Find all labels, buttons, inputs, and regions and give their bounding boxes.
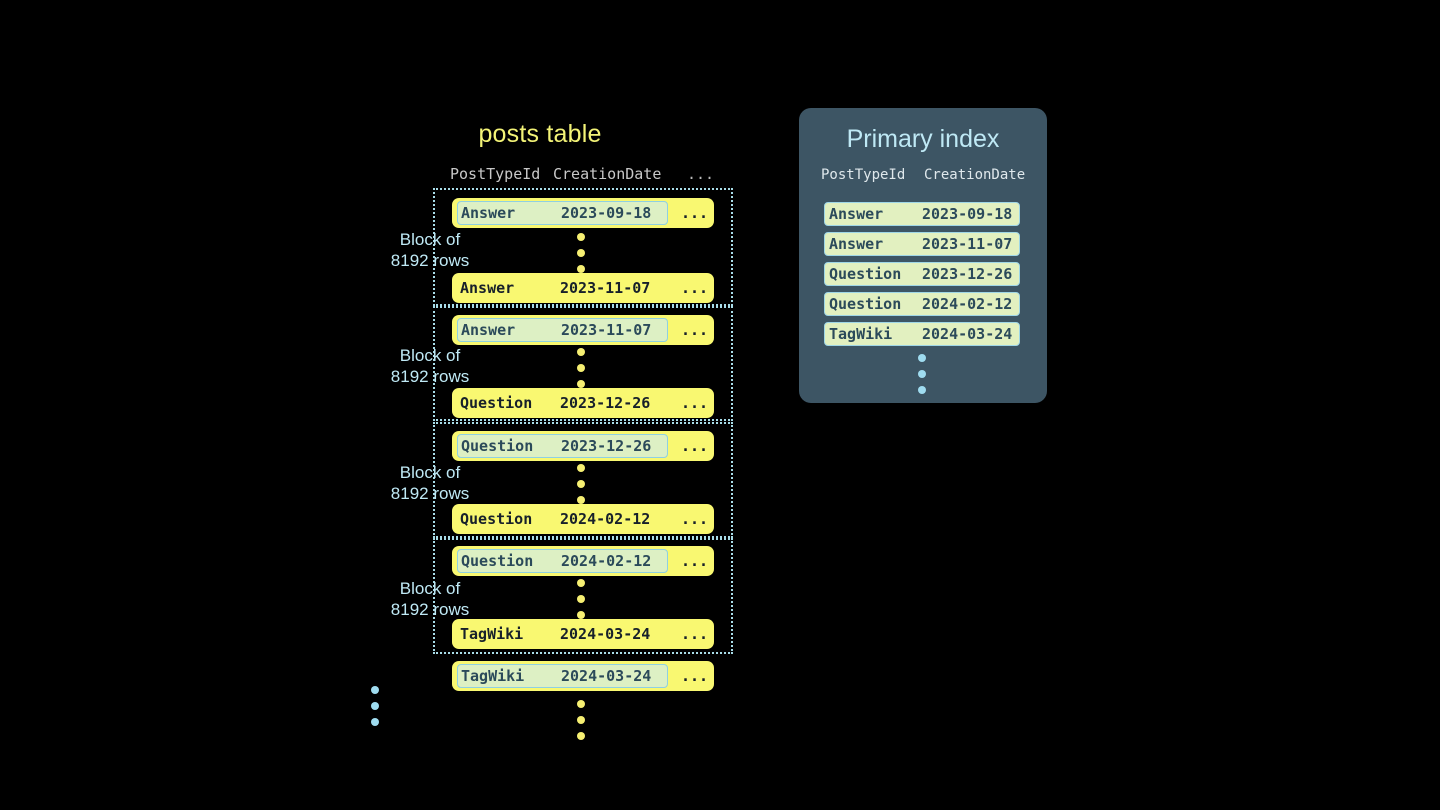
table-row[interactable]: Answer 2023-11-07 ... <box>452 315 714 345</box>
cell-creationdate: 2024-02-12 <box>922 295 1013 313</box>
block-2: Block of 8192 rows <box>391 306 733 421</box>
cell-posttypeid: Answer <box>461 204 516 222</box>
block-3-label: Block of 8192 rows <box>390 463 470 503</box>
table-continues-ellipsis-icon <box>577 700 587 740</box>
cell-creationdate: 2023-11-07 <box>560 279 651 297</box>
cell-creationdate: 2024-03-24 <box>560 625 651 643</box>
column-header-creationdate: CreationDate <box>553 165 662 183</box>
table-row-trailing[interactable]: TagWiki 2024-03-24 ... <box>452 661 714 691</box>
column-header-posttypeid: PostTypeId <box>450 165 541 183</box>
cell-posttypeid: Answer <box>460 279 515 297</box>
table-row[interactable]: Question 2024-02-12 ... <box>452 546 714 576</box>
table-row[interactable]: Question 2023-12-26 ... <box>452 388 714 418</box>
cell-creationdate: 2024-02-12 <box>560 510 651 528</box>
row-key-highlight: Question 2023-12-26 <box>457 434 668 458</box>
cell-more-ellipsis-icon: ... <box>681 321 709 339</box>
cell-more-ellipsis-icon: ... <box>681 279 709 297</box>
cell-creationdate: 2023-11-07 <box>922 235 1013 253</box>
index-row[interactable]: Question 2023-12-26 <box>824 262 1020 286</box>
cell-more-ellipsis-icon: ... <box>681 437 709 455</box>
row-key: TagWiki 2024-03-24 <box>457 622 666 646</box>
cell-posttypeid: Question <box>829 295 902 313</box>
table-row[interactable]: Question 2024-02-12 ... <box>452 504 714 534</box>
cell-more-ellipsis-icon: ... <box>681 552 709 570</box>
cell-more-ellipsis-icon: ... <box>681 625 709 643</box>
cell-posttypeid: Answer <box>829 205 884 223</box>
block-4: Block of 8192 rows <box>391 538 733 654</box>
cell-creationdate: 2023-12-26 <box>561 437 652 455</box>
cell-more-ellipsis-icon: ... <box>681 394 709 412</box>
cell-posttypeid: TagWiki <box>460 625 524 643</box>
page-title: posts table <box>478 120 602 148</box>
cell-creationdate: 2024-02-12 <box>561 552 652 570</box>
cell-creationdate: 2024-03-24 <box>561 667 652 685</box>
index-row[interactable]: Question 2024-02-12 <box>824 292 1020 316</box>
blocks-continue-ellipsis-icon <box>371 686 381 726</box>
row-ellipsis-vertical-icon <box>577 233 587 273</box>
index-continues-ellipsis-icon <box>918 354 928 394</box>
cell-posttypeid: Question <box>829 265 902 283</box>
primary-index-title: Primary index <box>846 125 1000 153</box>
index-row[interactable]: Answer 2023-11-07 <box>824 232 1020 256</box>
cell-posttypeid: TagWiki <box>829 325 893 343</box>
cell-more-ellipsis-icon: ... <box>681 204 709 222</box>
cell-posttypeid: Question <box>461 437 534 455</box>
table-row[interactable]: Question 2023-12-26 ... <box>452 431 714 461</box>
index-row[interactable]: TagWiki 2024-03-24 <box>824 322 1020 346</box>
table-row[interactable]: Answer 2023-11-07 ... <box>452 273 714 303</box>
block-1-label: Block of 8192 rows <box>390 230 470 270</box>
block-3: Block of 8192 rows <box>391 422 733 538</box>
cell-creationdate: 2023-12-26 <box>922 265 1013 283</box>
row-ellipsis-vertical-icon <box>577 579 587 619</box>
block-2-label: Block of 8192 rows <box>390 346 470 386</box>
table-row[interactable]: TagWiki 2024-03-24 ... <box>452 619 714 649</box>
cell-posttypeid: Question <box>460 510 533 528</box>
row-key: Question 2024-02-12 <box>457 507 666 531</box>
row-key-highlight: Question 2024-02-12 <box>457 549 668 573</box>
primary-index-panel: Primary index PostTypeId CreationDate An… <box>799 108 1047 403</box>
index-column-header-posttypeid: PostTypeId <box>821 167 906 183</box>
cell-more-ellipsis-icon: ... <box>681 510 709 528</box>
cell-creationdate: 2023-11-07 <box>561 321 652 339</box>
column-header-ellipsis-icon: ... <box>687 165 715 183</box>
cell-creationdate: 2023-09-18 <box>922 205 1013 223</box>
cell-posttypeid: Question <box>460 394 533 412</box>
cell-posttypeid: TagWiki <box>461 667 525 685</box>
cell-creationdate: 2023-09-18 <box>561 204 652 222</box>
row-ellipsis-vertical-icon <box>577 348 587 388</box>
posts-table-diagram: posts table PostTypeId CreationDate ... … <box>330 100 750 750</box>
cell-creationdate: 2023-12-26 <box>560 394 651 412</box>
row-key-highlight: Answer 2023-09-18 <box>457 201 668 225</box>
row-key-highlight: Answer 2023-11-07 <box>457 318 668 342</box>
cell-creationdate: 2024-03-24 <box>922 325 1013 343</box>
block-4-label: Block of 8192 rows <box>390 579 470 619</box>
row-ellipsis-vertical-icon <box>577 464 587 504</box>
cell-posttypeid: Question <box>461 552 534 570</box>
cell-posttypeid: Answer <box>829 235 884 253</box>
block-1: Block of 8192 rows <box>391 188 733 306</box>
row-key: Question 2023-12-26 <box>457 391 666 415</box>
cell-posttypeid: Answer <box>461 321 516 339</box>
table-row[interactable]: Answer 2023-09-18 ... <box>452 198 714 228</box>
row-key: Answer 2023-11-07 <box>457 276 666 300</box>
row-key-highlight: TagWiki 2024-03-24 <box>457 664 668 688</box>
index-column-header-creationdate: CreationDate <box>924 167 1026 183</box>
index-row[interactable]: Answer 2023-09-18 <box>824 202 1020 226</box>
cell-more-ellipsis-icon: ... <box>681 667 709 685</box>
